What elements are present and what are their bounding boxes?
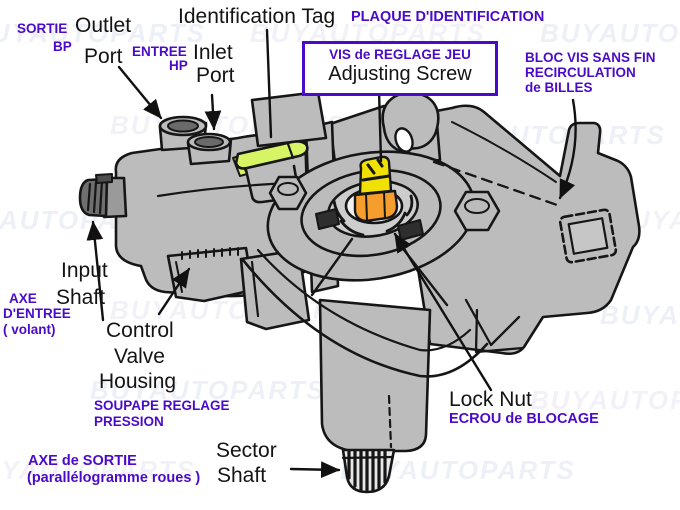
- sector-shaft-housing: [318, 298, 432, 453]
- label-sector: Sector: [216, 439, 277, 462]
- watermark-text: BUYAUTOPARTS: [540, 18, 680, 48]
- adjusting-screw-callout: VIS de REGLAGE JEU Adjusting Screw: [302, 41, 498, 96]
- label-input-shaft: Shaft: [56, 286, 106, 309]
- adjust-leader: [377, 88, 383, 163]
- label-input: Input: [61, 259, 108, 282]
- leader-lines: [86, 28, 577, 479]
- label-dentree: D'ENTREE: [3, 306, 71, 321]
- label-bloc-1: BLOC VIS SANS FIN: [525, 50, 656, 65]
- sector-shaft-part: [341, 448, 396, 494]
- label-bp: BP: [53, 39, 72, 54]
- label-housing: Housing: [99, 370, 177, 393]
- label-pression: PRESSION: [94, 414, 164, 429]
- valve-housing-lug: [166, 246, 255, 303]
- label-ecrou: ECROU de BLOCAGE: [449, 411, 599, 427]
- lock-nut-part: [353, 189, 399, 223]
- label-lock-nut: Lock Nut: [449, 388, 532, 411]
- label-inlet-port: Port: [196, 64, 235, 87]
- label-adjusting-screw: Adjusting Screw: [328, 63, 472, 85]
- recirculating-ball-housing: [398, 104, 641, 356]
- adjusting-screw-part: [358, 155, 393, 196]
- label-outlet: Outlet: [75, 14, 132, 37]
- hex-bolt: [268, 175, 308, 211]
- label-vis-reglage: VIS de REGLAGE JEU: [329, 47, 471, 62]
- bloc-leader: [558, 98, 577, 200]
- label-hp: HP: [169, 58, 188, 73]
- inlet-port-part: [186, 132, 233, 166]
- label-control: Control: [106, 319, 174, 342]
- hex-bolt: [453, 190, 501, 232]
- sector-leader: [289, 461, 341, 479]
- label-soupape: SOUPAPE REGLAGE: [94, 398, 230, 413]
- label-entree: ENTREE: [132, 44, 187, 59]
- identification-tag-part: [232, 140, 309, 177]
- label-bloc-2: RECIRCULATION: [525, 65, 636, 80]
- watermark-text: BUYAUTOPARTS: [0, 455, 196, 485]
- label-valve: Valve: [114, 345, 165, 368]
- label-axe: AXE: [9, 291, 37, 306]
- outlet-leader: [117, 65, 163, 120]
- label-parallelogramme: (parallélogramme roues ): [27, 470, 201, 486]
- watermark-text: BUYAUTOPARTS: [530, 385, 680, 415]
- inlet-leader: [204, 93, 222, 131]
- locknut-leader: [393, 232, 493, 392]
- idtag-leader: [265, 28, 273, 139]
- label-volant: ( volant): [3, 322, 56, 337]
- label-plaque: PLAQUE D'IDENTIFICATION: [351, 9, 545, 25]
- side-cover-slot: [558, 208, 618, 264]
- label-identification-tag: Identification Tag: [178, 5, 336, 28]
- watermark-text: BUYAUTOPARTS: [90, 375, 326, 405]
- watermark-text: BUYAUTOPARTS: [600, 300, 680, 330]
- cvh-leader: [157, 267, 191, 316]
- label-sortie: SORTIE: [17, 21, 68, 36]
- input-leader: [86, 220, 105, 322]
- input-shaft-part: [78, 173, 128, 219]
- label-sector-shaft: Shaft: [217, 464, 267, 487]
- label-bloc-3: de BILLES: [525, 80, 593, 95]
- label-inlet: Inlet: [193, 41, 233, 64]
- label-outlet-port: Port: [84, 45, 123, 68]
- watermark-text: BUYAUTOPARTS: [0, 18, 206, 48]
- label-axe-sortie: AXE de SORTIE: [28, 453, 137, 469]
